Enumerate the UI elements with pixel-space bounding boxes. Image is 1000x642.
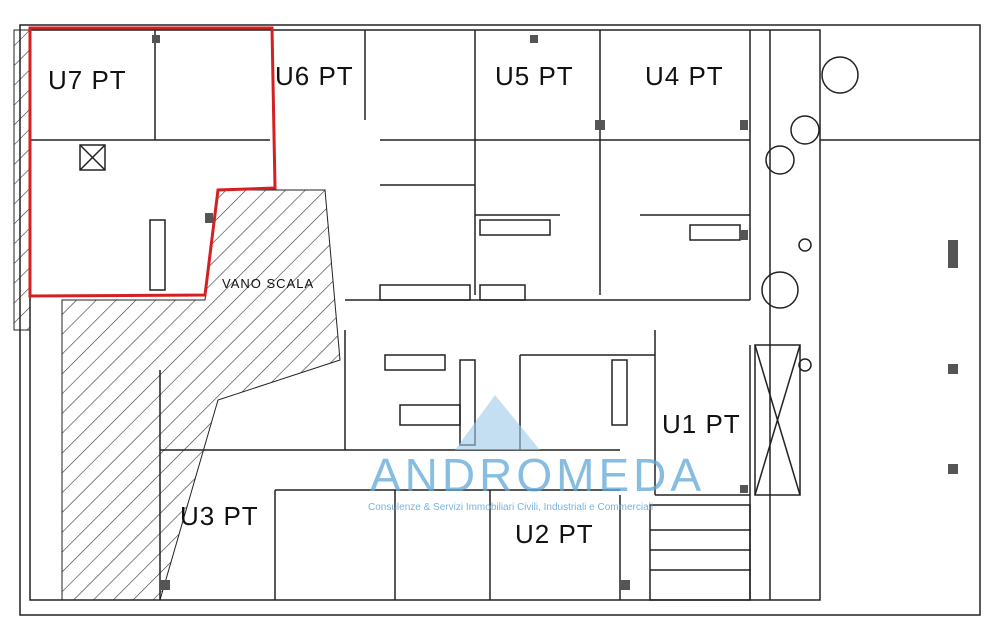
watermark-tagline: Consulenze & Servizi Immobiliari Civili,… xyxy=(368,502,654,513)
stairwell-label: VANO SCALA xyxy=(222,276,315,291)
unit-u7-highlight xyxy=(28,26,277,298)
left-wall-hatch xyxy=(13,29,31,331)
unit-label-u5[interactable]: U5 PT xyxy=(495,61,574,91)
unit-label-u6[interactable]: U6 PT xyxy=(275,61,354,91)
watermark-brand: ANDROMEDA xyxy=(370,449,706,501)
unit-label-u7[interactable]: U7 PT xyxy=(48,65,127,95)
unit-label-u2[interactable]: U2 PT xyxy=(515,519,594,549)
stairwell-hatch xyxy=(61,189,341,601)
pillars xyxy=(152,35,958,590)
unit-label-u4[interactable]: U4 PT xyxy=(645,61,724,91)
unit-label-u3[interactable]: U3 PT xyxy=(180,501,259,531)
watermark-logo-icon xyxy=(455,395,540,450)
walls xyxy=(19,24,981,616)
unit-label-u1[interactable]: U1 PT xyxy=(662,409,741,439)
